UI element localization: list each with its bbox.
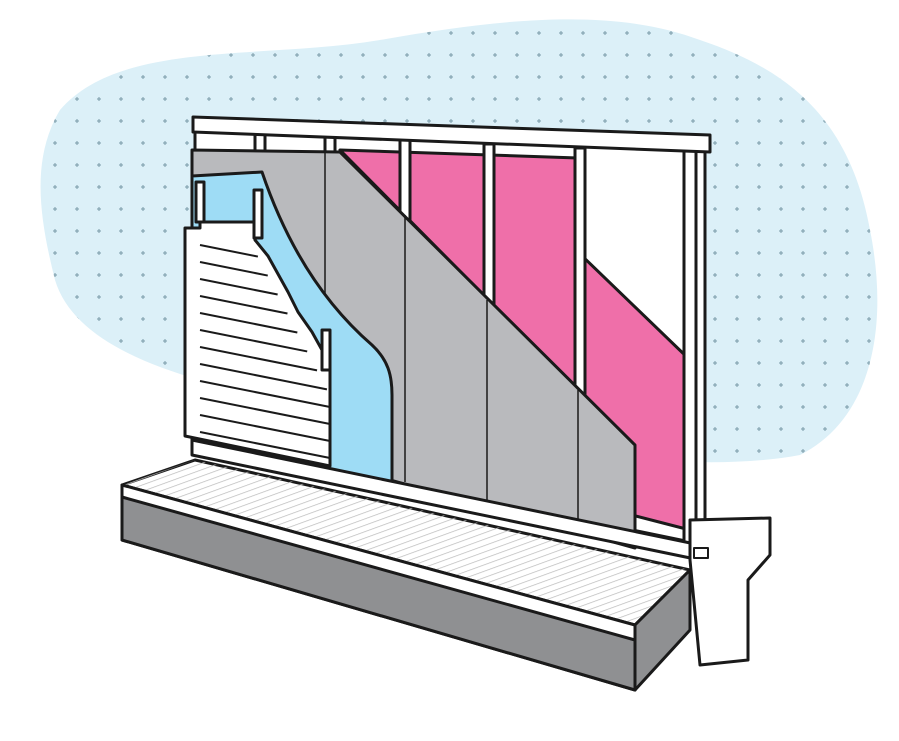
siding-board-line <box>199 244 259 258</box>
corner-trim <box>320 328 332 372</box>
deck-top-hatch <box>122 460 690 625</box>
corner-trim <box>252 188 264 240</box>
siding-board-line <box>199 380 331 408</box>
siding-board-line <box>199 397 331 425</box>
siding-board-line <box>199 346 318 372</box>
anchor-bolt <box>693 547 709 559</box>
siding-board-line <box>199 312 298 334</box>
foundation <box>688 516 772 667</box>
siding-board-line <box>199 431 331 459</box>
siding-board-line <box>199 295 288 315</box>
siding-boards <box>199 244 331 459</box>
top-plate <box>191 115 712 154</box>
deck-side <box>633 568 692 692</box>
siding-board-line <box>199 363 328 391</box>
siding-board-line <box>199 414 331 442</box>
corner-trim <box>194 180 206 224</box>
siding-board-line <box>199 278 278 296</box>
siding-board-line <box>199 261 268 277</box>
siding-board-line <box>199 329 308 353</box>
